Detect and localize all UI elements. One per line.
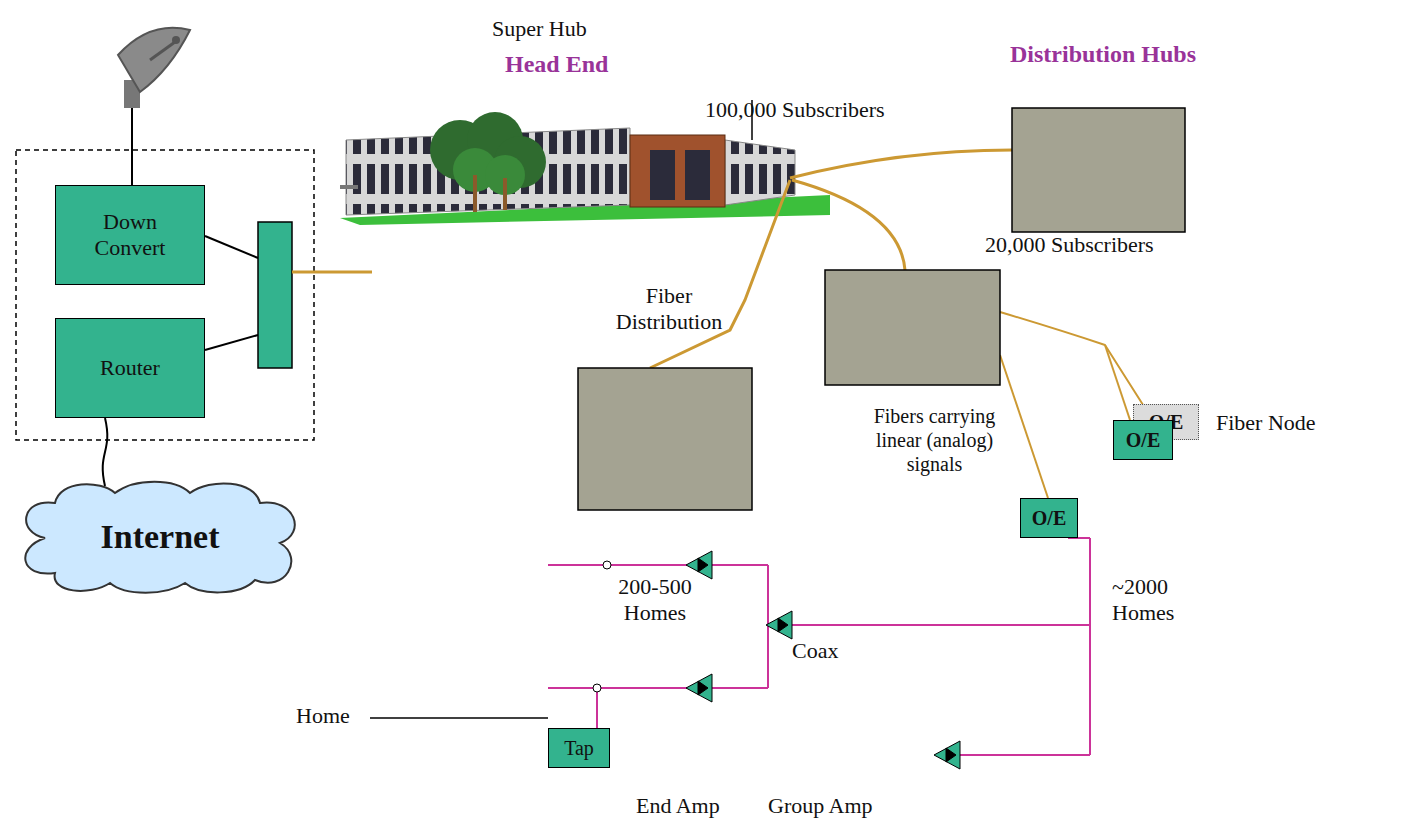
homes-count: 200-500 Homes — [610, 574, 700, 627]
distribution-hubs — [578, 108, 1185, 510]
illustration-part — [934, 741, 960, 769]
cloud-outline — [25, 482, 294, 593]
illustration-part — [205, 236, 258, 258]
illustration-part — [292, 271, 372, 274]
illustration-part — [475, 175, 505, 212]
amp-label: End Amp — [636, 793, 756, 819]
illustration-part — [596, 688, 598, 728]
fiber-note: Fiber Distribution — [606, 283, 732, 336]
dashed-enclosure — [16, 150, 314, 440]
illustration-part — [778, 618, 788, 632]
node-text: Tap — [564, 736, 594, 760]
illustration-part — [825, 270, 1000, 385]
cable-label: Coax — [792, 638, 862, 664]
satellite-dish — [118, 28, 190, 185]
connector — [103, 418, 108, 486]
illustration-part — [790, 150, 1012, 178]
illustration-part — [172, 36, 180, 44]
illustration-part — [946, 748, 956, 762]
subscriber-count: 100,000 Subscribers — [705, 97, 975, 123]
illustration-part — [698, 681, 708, 695]
illustration-part — [1105, 345, 1130, 420]
illustration-part — [473, 175, 477, 212]
illustration-part — [118, 28, 190, 92]
illustration-part — [780, 624, 1090, 626]
illustration-part — [958, 754, 1090, 756]
amp-label: Group Amp — [768, 793, 918, 819]
illustration-part — [792, 180, 905, 270]
node-text: O/E — [1032, 506, 1066, 530]
internet-cloud: Internet — [15, 478, 305, 596]
illustration-part — [686, 674, 712, 702]
tap-box: Tap — [548, 728, 610, 768]
illustration-part — [593, 684, 601, 692]
node-text: Internet — [101, 517, 220, 558]
illustration-part — [710, 687, 768, 689]
node-text: O/E — [1126, 428, 1160, 452]
tap-points — [593, 561, 611, 692]
fiber-note: Fibers carrying linear (analog) signals — [862, 404, 1007, 476]
hub-caption: Super Hub — [492, 16, 652, 42]
illustration-part — [630, 135, 725, 207]
home-label: Home — [296, 703, 376, 729]
connector-line — [103, 418, 108, 486]
illustration-part — [578, 368, 752, 510]
illustration-part — [453, 148, 525, 195]
illustration-part — [710, 564, 768, 566]
fiber-node: O/E — [1113, 420, 1173, 460]
amplifiers — [686, 551, 960, 769]
head-end-title: Head End — [505, 50, 665, 79]
illustration-part — [548, 564, 690, 566]
illustration-part — [131, 105, 133, 185]
illustration-part — [503, 178, 507, 210]
combiner — [205, 222, 372, 368]
illustration-part — [1012, 108, 1185, 232]
hubs-title: Distribution Hubs — [1010, 40, 1270, 69]
process-box: Router — [55, 318, 205, 418]
illustration-part — [340, 185, 358, 189]
illustration-part — [1000, 355, 1048, 498]
subscriber-count: 20,000 Subscribers — [985, 232, 1235, 258]
illustration-part — [934, 741, 960, 769]
illustration-part — [603, 561, 611, 569]
illustration-part — [548, 687, 690, 689]
node-text: Router — [100, 355, 160, 381]
illustration-part — [258, 222, 292, 368]
illustration-part — [686, 674, 712, 702]
illustration-part — [205, 335, 258, 350]
homes-count: ~2000 Homes — [1112, 574, 1202, 627]
home-drop — [370, 717, 548, 719]
illustration-part — [685, 150, 710, 200]
node-label: Fiber Node — [1216, 410, 1356, 436]
fiber-node: O/E — [1020, 498, 1078, 538]
illustration-part — [1089, 538, 1091, 755]
node-text: Down Convert — [80, 209, 180, 262]
illustration-part — [150, 42, 175, 60]
illustration-part — [650, 180, 790, 368]
illustration-part — [1000, 312, 1145, 408]
illustration-part — [698, 558, 708, 572]
coax-lines — [548, 538, 1090, 755]
process-box: Down Convert — [55, 185, 205, 285]
illustration-part — [650, 150, 675, 200]
illustration-part — [766, 611, 792, 639]
illustration-part — [766, 611, 792, 639]
